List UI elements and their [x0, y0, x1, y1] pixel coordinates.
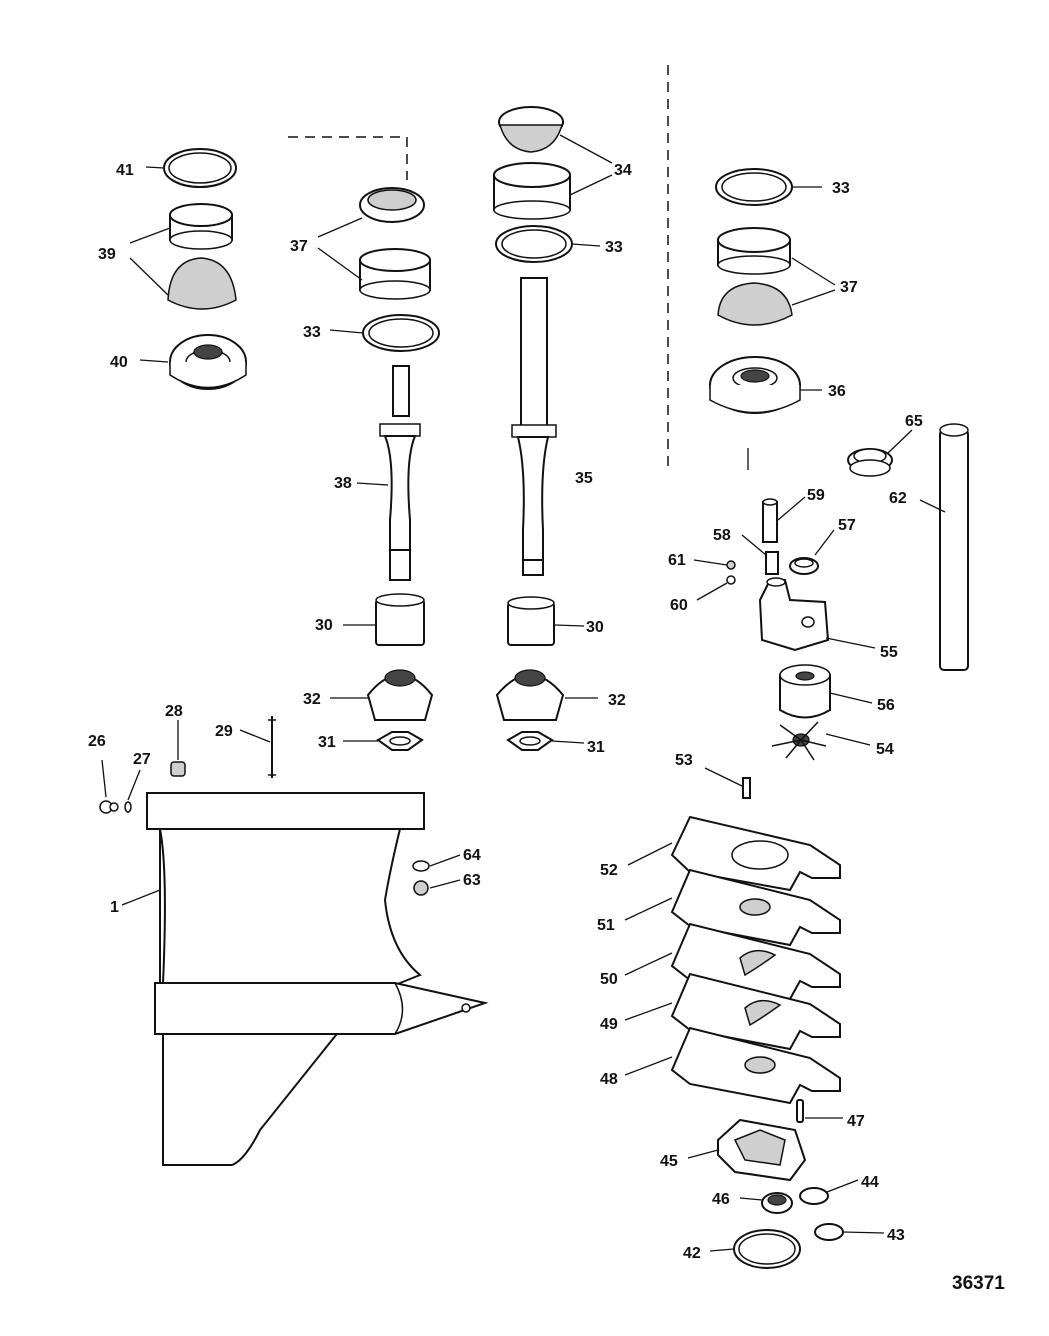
reference-number: 36371 [952, 1273, 1005, 1294]
callout-32-left: 32 [303, 691, 321, 708]
callout-30-center: 30 [586, 619, 604, 636]
fasteners [99, 716, 430, 896]
callout-32-center: 32 [608, 692, 626, 709]
callout-60: 60 [670, 597, 688, 614]
callout-37-left: 37 [290, 238, 308, 255]
callout-26: 26 [88, 733, 106, 750]
callout-47: 47 [847, 1113, 865, 1130]
callout-29: 29 [215, 723, 233, 740]
callout-55: 55 [880, 644, 898, 661]
callout-43: 43 [887, 1227, 905, 1244]
callout-49: 49 [600, 1016, 618, 1033]
callout-33-center: 33 [605, 239, 623, 256]
callout-45: 45 [660, 1153, 678, 1170]
callout-33-right: 33 [832, 180, 850, 197]
callout-56: 56 [877, 697, 895, 714]
callout-51: 51 [597, 917, 615, 934]
callout-65: 65 [905, 413, 923, 430]
callout-39: 39 [98, 246, 116, 263]
callout-53: 53 [675, 752, 693, 769]
gear-housing [146, 792, 489, 1166]
water-pump-group [726, 423, 969, 799]
callout-41: 41 [116, 162, 134, 179]
callout-37-right: 37 [840, 279, 858, 296]
callout-64: 64 [463, 847, 481, 864]
leader-lines [101, 134, 946, 1252]
callout-61: 61 [668, 552, 686, 569]
callout-62: 62 [889, 490, 907, 507]
center-shaft-group [493, 106, 573, 751]
callout-27: 27 [133, 751, 151, 768]
callout-31-center: 31 [587, 739, 605, 756]
callout-52: 52 [600, 862, 618, 879]
plates-and-gaskets [670, 815, 841, 1105]
callout-63: 63 [463, 872, 481, 889]
callout-38: 38 [334, 475, 352, 492]
lower-pump-parts [717, 1099, 844, 1269]
callout-44: 44 [861, 1174, 879, 1191]
callout-36: 36 [828, 383, 846, 400]
callout-50: 50 [600, 971, 618, 988]
callout-54: 54 [876, 741, 894, 758]
left-shaft-group [359, 187, 440, 751]
callout-34: 34 [614, 162, 632, 179]
callout-42: 42 [683, 1245, 701, 1262]
callout-58: 58 [713, 527, 731, 544]
callout-30-left: 30 [315, 617, 333, 634]
callout-46: 46 [712, 1191, 730, 1208]
callout-48: 48 [600, 1071, 618, 1088]
dashed-reference-lines [288, 65, 749, 470]
callout-1: 1 [110, 899, 119, 916]
callout-40: 40 [110, 354, 128, 371]
callout-31-left: 31 [318, 734, 336, 751]
callout-33-left: 33 [303, 324, 321, 341]
callout-59: 59 [807, 487, 825, 504]
callout-labels: 41 39 40 37 33 38 30 32 31 34 33 35 30 3… [88, 162, 1005, 1294]
callout-28: 28 [165, 703, 183, 720]
forward-gear-group [163, 148, 247, 390]
reverse-gear-group [709, 168, 801, 414]
callout-57: 57 [838, 517, 856, 534]
callout-35: 35 [575, 470, 593, 487]
